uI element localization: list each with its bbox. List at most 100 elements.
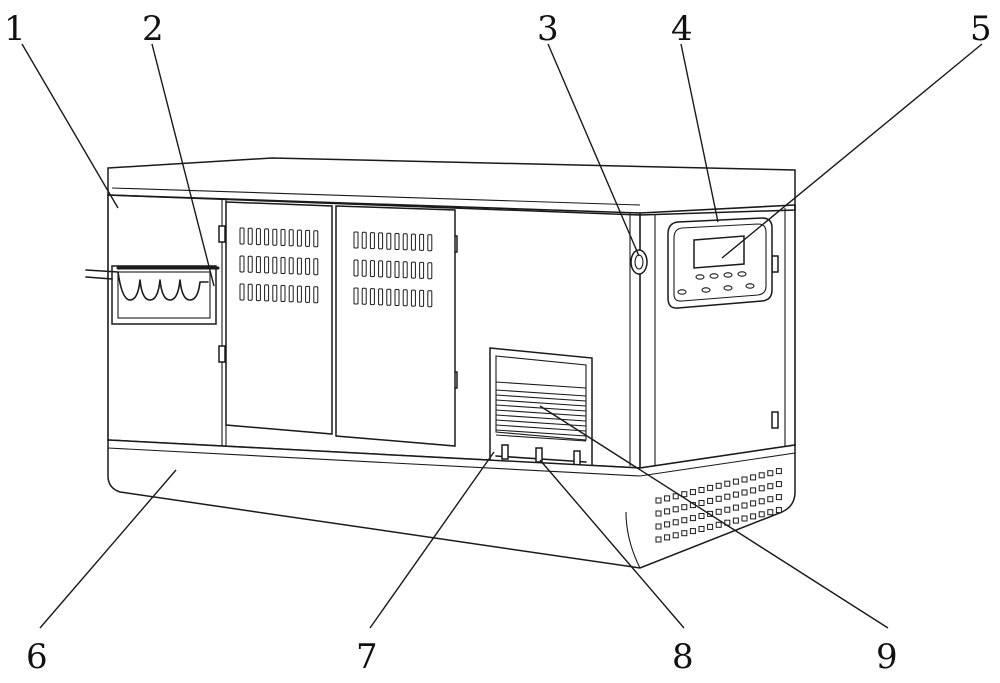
vent-slot	[296, 285, 302, 303]
base-vent-hole	[672, 506, 679, 513]
louvre-blade	[495, 409, 587, 417]
base-vent-hole	[758, 511, 765, 518]
base-vent-hole	[715, 521, 722, 528]
vent-slot	[255, 228, 261, 246]
louvre-blade	[495, 389, 587, 397]
louvre-blade	[495, 434, 587, 442]
base-vent-hole	[698, 500, 705, 506]
vent-slot	[255, 284, 261, 302]
vent-slot	[361, 231, 367, 249]
base-vent-hole	[681, 504, 688, 511]
base-vent-hole	[750, 487, 757, 494]
base-vent-hole	[750, 513, 757, 520]
base-vent-hole	[672, 493, 679, 500]
base-vent-hole	[664, 534, 671, 541]
base-vent-hole	[681, 517, 688, 524]
base-vent-hole	[681, 491, 688, 498]
base-vent-hole	[655, 523, 662, 530]
base-vent-hole	[758, 498, 765, 505]
base-vent-hole	[664, 521, 671, 528]
vent-slot	[378, 260, 384, 278]
vent-slot	[402, 233, 408, 251]
vent-slot	[353, 231, 359, 249]
vent-slot	[410, 233, 416, 251]
vent-slot	[419, 233, 425, 251]
base-vent-hole	[664, 508, 671, 515]
louvre-blade	[495, 424, 587, 432]
vent-slot	[247, 227, 253, 245]
control-button	[701, 287, 711, 293]
base-vent-hole	[707, 484, 714, 491]
vent-slots-left	[239, 227, 319, 304]
base-vent-hole	[767, 470, 774, 477]
vent-slot	[386, 288, 392, 306]
base-vent-hole	[775, 481, 782, 488]
vent-slot	[255, 256, 261, 274]
base-vent-hole	[758, 472, 765, 479]
base-vent-hole	[664, 495, 671, 502]
callout-4: 4	[671, 9, 693, 49]
base-vent-hole	[698, 487, 705, 493]
vent-slot	[386, 232, 392, 250]
callout-1: 1	[4, 9, 26, 49]
vent-slot	[247, 283, 253, 301]
vent-slot	[419, 261, 425, 279]
base-vent-hole	[672, 532, 679, 539]
vent-slot	[288, 285, 294, 303]
vent-slot	[288, 229, 294, 247]
base-vent-hole	[741, 476, 748, 483]
vent-slot	[394, 289, 400, 306]
base-vent-grid	[655, 468, 782, 543]
base-vent-hole	[698, 526, 705, 532]
vent-slot	[247, 255, 253, 273]
vent-slot	[402, 289, 408, 307]
vent-slot	[305, 229, 311, 247]
vent-slot	[369, 260, 375, 278]
callout-9: 9	[876, 637, 898, 677]
vent-slot	[427, 290, 433, 308]
vent-slot	[288, 257, 294, 275]
base-vent-hole	[732, 491, 739, 498]
control-button	[677, 289, 687, 295]
vent-slot	[313, 286, 319, 304]
base-vent-hole	[741, 515, 748, 522]
base-vent-hole	[775, 507, 782, 514]
vent-slot	[296, 229, 302, 247]
louvre-blade	[495, 414, 587, 422]
vent-slot	[280, 285, 286, 302]
base-vent-hole	[724, 493, 731, 500]
vent-slot	[394, 261, 400, 278]
vent-slot	[264, 228, 270, 246]
vent-slot	[313, 258, 319, 276]
vent-slot	[386, 260, 392, 278]
control-button	[695, 274, 705, 280]
vent-slot	[353, 259, 359, 277]
heating-coil	[85, 265, 220, 325]
base-vent-hole	[707, 523, 714, 530]
vent-slot	[272, 256, 278, 274]
base-vent-hole	[681, 530, 688, 537]
vent-slot	[410, 289, 416, 307]
vent-slot	[272, 228, 278, 246]
vent-slot	[361, 259, 367, 277]
base-vent-hole	[732, 504, 739, 511]
vent-slot	[272, 284, 278, 302]
vent-slot	[369, 288, 375, 306]
callout-8: 8	[672, 637, 694, 677]
vent-slot	[369, 232, 375, 250]
vent-slot	[280, 229, 286, 246]
control-button	[723, 272, 733, 278]
base-vent-hole	[750, 500, 757, 507]
vent-slot	[378, 288, 384, 306]
vent-slot	[410, 261, 416, 279]
vent-slot	[394, 233, 400, 250]
vent-slot	[305, 257, 311, 275]
vent-slot	[264, 284, 270, 302]
indicator-lamp	[630, 249, 648, 275]
base-vent-hole	[775, 494, 782, 501]
control-buttons	[677, 271, 755, 295]
base-vent-hole	[767, 509, 774, 516]
vent-slot	[361, 287, 367, 305]
base-vent-hole	[715, 495, 722, 502]
